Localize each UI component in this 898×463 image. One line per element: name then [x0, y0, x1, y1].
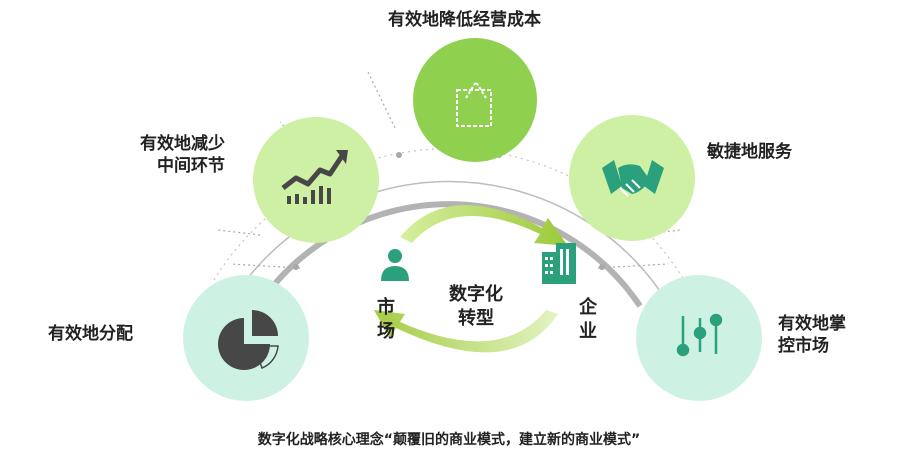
benefit-service-label: 敏捷地服务: [707, 142, 792, 162]
benefit-reduce-line2: 中间环节: [157, 156, 225, 176]
cycle-arrows: [374, 205, 568, 353]
center-title-line2: 转型: [458, 308, 494, 329]
market-side-line2: 场: [377, 321, 395, 342]
caption: 数字化战略核心理念“颠覆旧的商业模式，建立新的商业模式”: [257, 432, 641, 448]
benefit-market-line1: 有效地掌: [778, 314, 846, 334]
market-side-line1: 市: [377, 297, 395, 318]
benefit-market-label: 有效地掌 控市场: [778, 313, 846, 357]
bottom-arrow: [374, 310, 558, 353]
market-side-label: 市 场: [376, 296, 396, 344]
node-distribute: [183, 275, 309, 401]
node-cost: [413, 38, 537, 162]
benefit-market-line2: 控市场: [778, 336, 829, 356]
benefit-distribute-label: 有效地分配: [48, 324, 133, 344]
enterprise-side-line2: 业: [579, 321, 597, 342]
benefit-reduce-line1: 有效地减少: [140, 134, 225, 154]
pie-chart-icon: [218, 310, 279, 370]
person-icon: [381, 249, 409, 281]
enterprise-side-line1: 企: [579, 297, 597, 318]
rising-chart-icon: [281, 150, 348, 204]
shopping-bag-icon: [456, 80, 492, 127]
enterprise-side-label: 企 业: [578, 296, 598, 344]
building-icon: [542, 243, 576, 284]
benefit-cost-label: 有效地降低经营成本: [388, 10, 541, 30]
top-arrow: [400, 205, 568, 246]
benefit-reduce-label: 有效地减少 中间环节: [115, 133, 225, 177]
sliders-icon: [676, 313, 723, 357]
handshake-icon: [602, 160, 664, 197]
node-reduce: [253, 117, 379, 243]
center-title-line1: 数字化: [449, 284, 503, 305]
center-title: 数字化 转型: [440, 283, 512, 331]
